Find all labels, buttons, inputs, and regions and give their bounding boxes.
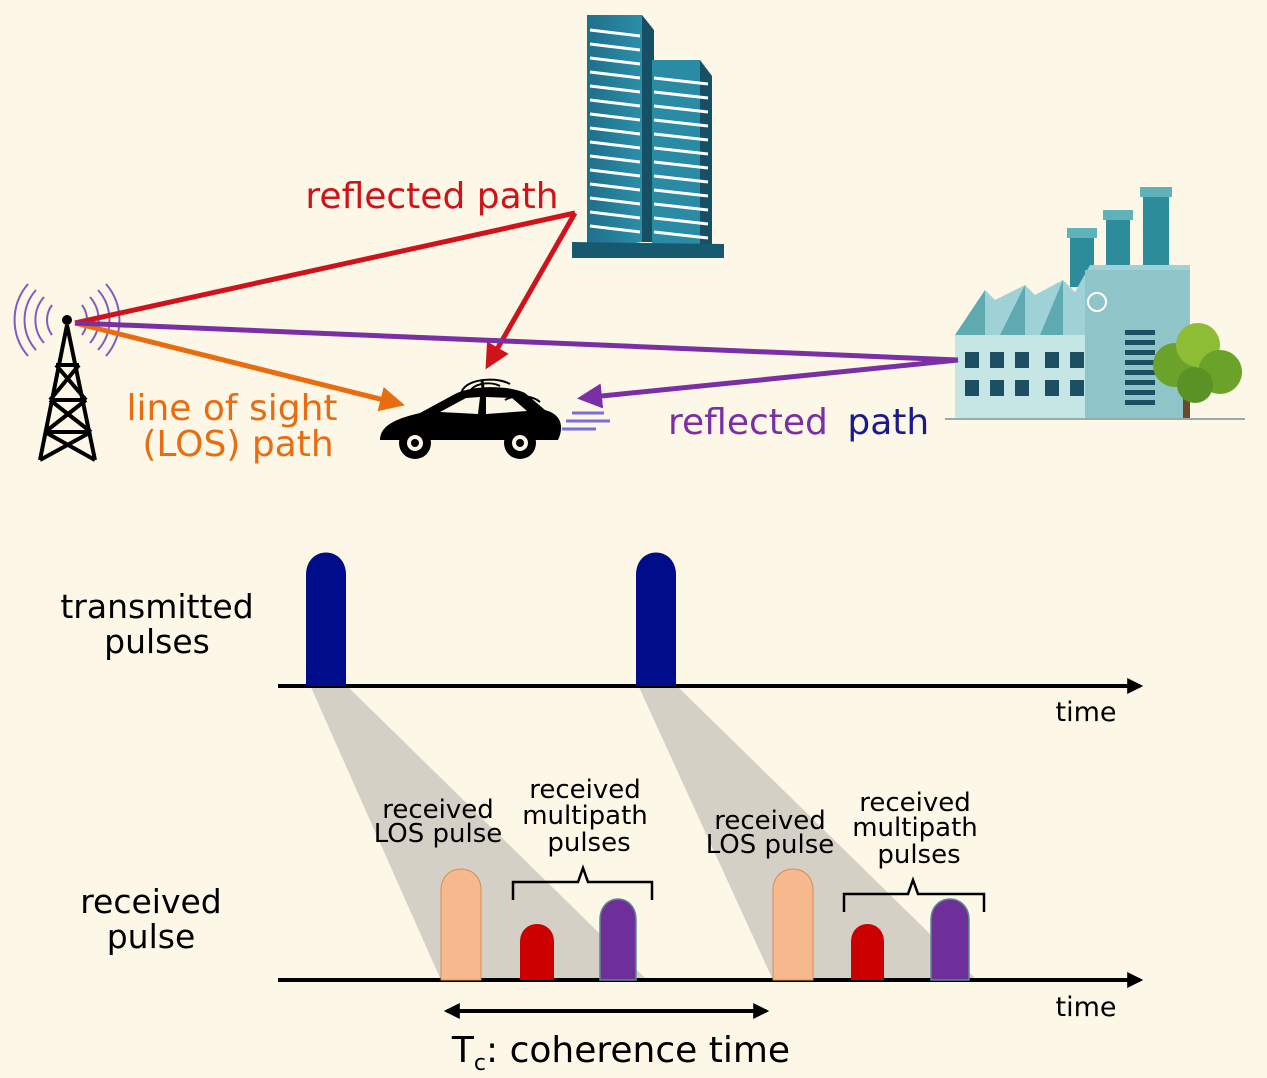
coherence-time-label: Tc: coherence time xyxy=(451,1030,790,1076)
received-label-line1: received xyxy=(80,882,222,921)
propagation-cones xyxy=(310,685,975,978)
reflected-word: reflected xyxy=(668,402,828,443)
los-pulse-label-2-line2: LOS pulse xyxy=(706,830,835,860)
multipath-label-2-line3: pulses xyxy=(877,840,960,870)
time-label-bottom: time xyxy=(1055,992,1116,1023)
los-label-line1: line of sight xyxy=(126,388,337,429)
transmitted-pulse-1 xyxy=(306,552,346,686)
reflected-path-right-label: reflected path xyxy=(668,402,929,443)
los-label-line2: (LOS) path xyxy=(142,424,333,465)
coherence-symbol: T xyxy=(451,1030,475,1071)
antenna-tower-icon xyxy=(13,283,121,462)
transmitted-label-line2: pulses xyxy=(104,622,210,661)
tree-icon xyxy=(1153,323,1242,418)
factory-icon xyxy=(945,187,1245,420)
transmitted-pulse-2 xyxy=(636,552,676,686)
multipath-red-pulse-2 xyxy=(851,924,884,980)
received-label-line2: pulse xyxy=(107,917,196,956)
multipath-brace-2 xyxy=(842,876,986,912)
coherence-subscript: c xyxy=(474,1051,486,1076)
multipath-red-pulse-1 xyxy=(520,924,554,980)
multipath-brace-1 xyxy=(511,864,654,900)
multipath-label-1-line3: pulses xyxy=(547,828,630,858)
multipath-purple-pulse-1 xyxy=(599,898,637,981)
los-pulse-1 xyxy=(440,868,482,981)
reflected-path-purple-arrows xyxy=(74,320,959,409)
transmitted-label-line1: transmitted xyxy=(60,587,253,626)
time-label-top: time xyxy=(1055,697,1116,728)
los-pulse-2 xyxy=(772,868,814,981)
reflected-path-top-label: reflected path xyxy=(305,176,558,217)
los-pulse-label-1-line1: received xyxy=(382,795,494,825)
path-word: path xyxy=(847,402,929,443)
los-path-arrow xyxy=(74,320,405,412)
car-icon xyxy=(380,378,610,459)
multipath-purple-pulse-2 xyxy=(930,898,970,981)
multipath-label-1-line2: multipath xyxy=(522,801,648,831)
skyscraper-icon xyxy=(572,15,724,258)
los-pulse-label-1-line2: LOS pulse xyxy=(374,819,503,849)
coherence-text: : coherence time xyxy=(486,1030,790,1071)
multipath-label-2-line2: multipath xyxy=(852,813,978,843)
los-pulse-label-2-line1: received xyxy=(714,806,826,836)
multipath-label-2-line1: received xyxy=(859,788,971,818)
multipath-label-1-line1: received xyxy=(529,775,641,805)
